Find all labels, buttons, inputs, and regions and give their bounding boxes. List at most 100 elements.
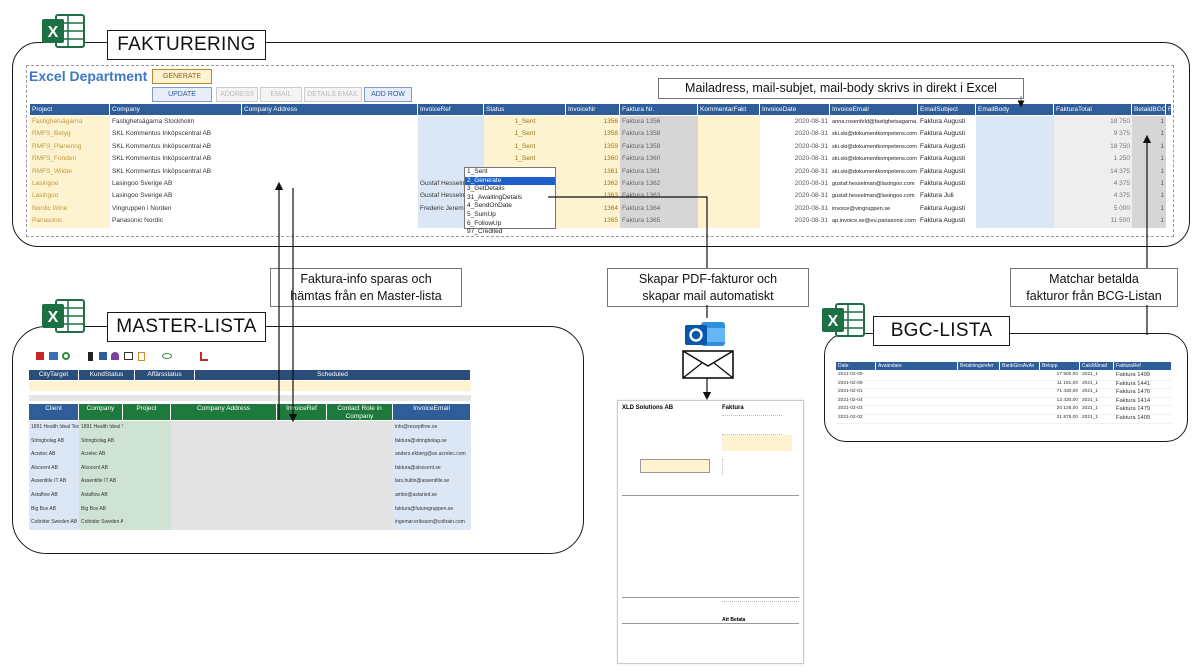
master-header-cell[interactable]: Company Address: [171, 404, 277, 420]
fakturering-header-cell[interactable]: BetaldBGC: [1132, 104, 1166, 115]
table-cell[interactable]: Faktura Augusti: [918, 140, 976, 154]
fakturering-header-cell[interactable]: KommentarFakt: [698, 104, 760, 115]
add-row-button[interactable]: ADD ROW: [364, 87, 412, 102]
email-button[interactable]: EMAIL: [260, 87, 302, 102]
print-icon[interactable]: [49, 352, 58, 360]
bgc-header-cell[interactable]: FakturaRef: [1114, 362, 1172, 370]
table-cell: 2020-08-31: [760, 140, 830, 154]
master-top-header-cell[interactable]: Affärsstatus: [135, 370, 195, 380]
table-cell[interactable]: Faktura Augusti: [918, 153, 976, 166]
fakturering-header-cell[interactable]: Company Address: [242, 104, 418, 115]
fakturering-header-cell[interactable]: InvoiceDate: [760, 104, 830, 115]
bgc-header-cell[interactable]: Avsändare: [876, 362, 958, 370]
address-button[interactable]: ADDRESS: [216, 87, 258, 102]
fakturering-header-cell[interactable]: InvoiceEmail: [830, 104, 918, 115]
table-cell[interactable]: 1_Sent: [484, 116, 566, 129]
details-email-button[interactable]: DETAILS EMAIL: [304, 87, 362, 102]
table-cell[interactable]: Faktura Augusti: [918, 178, 976, 191]
master-header-cell[interactable]: InvoiceEmail: [393, 404, 471, 420]
fakturering-header-cell[interactable]: Status: [484, 104, 566, 115]
table-cell[interactable]: anna.rosenfeld@fastighetsagarna.se: [830, 116, 918, 129]
dropdown-option[interactable]: 1_Sent: [467, 168, 488, 175]
dropdown-option[interactable]: 3_GetDetails: [467, 185, 505, 193]
table-cell[interactable]: Faktura Augusti: [918, 116, 976, 129]
table-cell[interactable]: ski.ski@dokumentkompetens.com: [830, 153, 918, 166]
dropdown-option[interactable]: 31_AwaitingDetails: [467, 193, 523, 201]
table-cell[interactable]: ap.invoice.se@eu.panasonic.com: [830, 215, 918, 228]
table-cell: [277, 448, 327, 462]
master-header-cell[interactable]: Contact Role in Company: [327, 404, 393, 420]
generate-button[interactable]: GENERATE: [152, 69, 212, 84]
table-cell[interactable]: Faktura Augusti: [918, 215, 976, 228]
bgc-header-cell[interactable]: Date: [836, 362, 876, 370]
table-cell[interactable]: invoice@vingruppen.se: [830, 202, 918, 216]
delete-icon[interactable]: [36, 352, 44, 360]
bgc-header-cell[interactable]: BankGiroAvAv: [1000, 362, 1040, 370]
dropdown-option[interactable]: 5_SumUp: [467, 210, 496, 218]
eye-icon[interactable]: [162, 353, 172, 359]
update-button[interactable]: UPDATE: [152, 87, 212, 102]
pdf-details-block: [722, 459, 763, 475]
bgc-header-cell[interactable]: Belopp: [1040, 362, 1080, 370]
master-header-cell[interactable]: Client: [29, 404, 79, 420]
fakturering-header-cell[interactable]: Faktura Nr.: [620, 104, 698, 115]
table-cell: [976, 116, 1054, 129]
table-cell[interactable]: Faktura Augusti: [918, 165, 976, 178]
bgc-header-cell[interactable]: CalcMånad: [1080, 362, 1114, 370]
table-cell[interactable]: ski.ski@dokumentkompetens.com: [830, 165, 918, 178]
calendar-icon[interactable]: [124, 352, 133, 360]
master-top-header-cell[interactable]: CityTarget: [29, 370, 79, 380]
user-icon[interactable]: [111, 352, 119, 360]
bgc-header-cell[interactable]: Betalningsrefer: [958, 362, 1000, 370]
table-cell[interactable]: 1_Sent: [484, 140, 566, 154]
table-cell[interactable]: Faktura Juli: [918, 190, 976, 203]
dropdown-option[interactable]: 97_Credited: [467, 228, 503, 236]
contacts-icon[interactable]: [99, 352, 107, 360]
fakturering-header-cell[interactable]: EmailBody: [976, 104, 1054, 115]
fakturering-header-cell[interactable]: Project: [30, 104, 110, 115]
document-icon[interactable]: [138, 352, 145, 361]
refresh-icon[interactable]: [62, 352, 70, 360]
table-cell: Big Box AB: [79, 502, 123, 517]
fakturering-header-cell[interactable]: Company: [110, 104, 242, 115]
table-cell: [1166, 202, 1172, 216]
table-cell[interactable]: 1_Sent: [484, 153, 566, 166]
table-cell: [327, 489, 393, 503]
table-cell[interactable]: Faktura Augusti: [918, 128, 976, 141]
master-header-cell[interactable]: Project: [123, 404, 171, 420]
table-cell[interactable]: gustaf.hesselman@lasingoo.com: [830, 190, 918, 203]
table-cell[interactable]: Faktura Augusti: [918, 202, 976, 216]
table-cell[interactable]: gustaf.hesselman@lasingoo.com: [830, 178, 918, 191]
fakturering-header-cell[interactable]: FakturaTotal: [1054, 104, 1132, 115]
dropdown-option[interactable]: 2_Generate: [465, 176, 555, 186]
fakturering-header-cell[interactable]: InvoiceNr: [566, 104, 620, 115]
fakturering-header-cell[interactable]: F: [1166, 104, 1172, 115]
pdf-footer: [622, 623, 799, 658]
chart-icon[interactable]: [200, 352, 208, 361]
master-top-header-cell[interactable]: Scheduled: [195, 370, 471, 380]
dropdown-option[interactable]: 4_SendOnDate: [467, 202, 512, 210]
fakturering-header-cell[interactable]: InvoiceRef: [418, 104, 484, 115]
fakturering-header-cell[interactable]: EmailSubject: [918, 104, 976, 115]
table-cell[interactable]: ski.ski@dokumentkompetens.com: [830, 128, 918, 141]
master-header-cell[interactable]: Company: [79, 404, 123, 420]
table-cell[interactable]: 1_Sent: [484, 128, 566, 141]
dropdown-option[interactable]: 6_FollowUp: [467, 219, 502, 227]
master-top-header-cell[interactable]: KundStatus: [79, 370, 135, 380]
table-cell[interactable]: ski.ski@dokumentkompetens.com: [830, 140, 918, 154]
phone-icon[interactable]: [88, 352, 93, 361]
